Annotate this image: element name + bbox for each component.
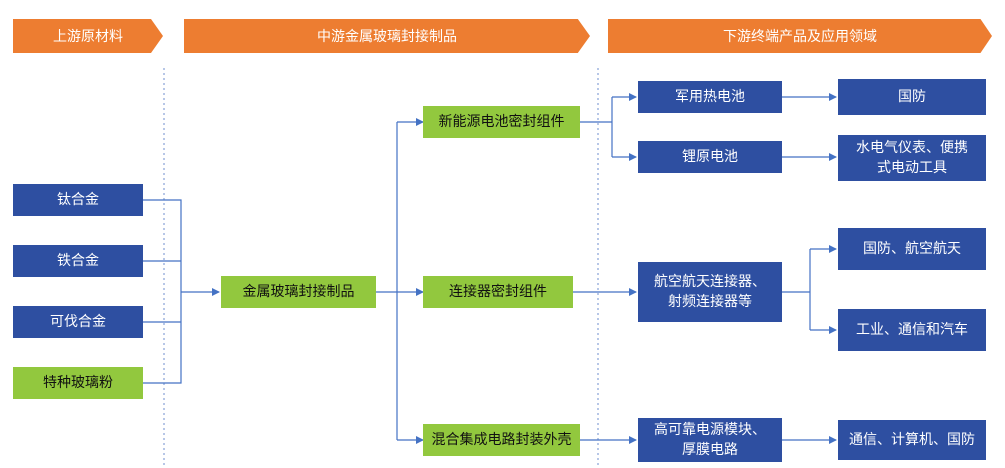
product-lithium-battery-label: 锂原电池 [682,149,738,165]
header-downstream-label: 下游终端产品及应用领域 [723,29,877,45]
product-thermal-battery: 军用热电池 [638,81,782,113]
midstream-battery: 新能源电池密封组件 [423,106,580,138]
application-communication: 通信、计算机、国防 [838,420,986,460]
material-iron-label: 铁合金 [57,253,99,269]
upstream-bracket [143,199,182,384]
material-kovar-label: 可伐合金 [50,314,106,330]
application-communication-label: 通信、计算机、国防 [849,432,975,448]
product-connectors: 航空航天连接器、 射频连接器等 [638,262,782,322]
header-upstream: 上游原材料 [13,19,163,53]
header-upstream-label: 上游原材料 [53,29,123,45]
application-defense-label: 国防 [898,89,926,105]
header-midstream-label: 中游金属玻璃封接制品 [317,29,457,45]
midstream-main-label: 金属玻璃封接制品 [242,284,355,300]
material-glass: 特种玻璃粉 [13,367,143,399]
application-meters-tools: 水电气仪表、便携 式电动工具 [838,135,986,181]
application-industry-label: 工业、通信和汽车 [856,322,968,338]
application-aerospace-label: 国防、航空航天 [863,241,961,257]
product-power-modules: 高可靠电源模块、 厚膜电路 [638,418,782,462]
midstream-main: 金属玻璃封接制品 [221,276,376,308]
product-thermal-battery-label: 军用热电池 [675,89,745,105]
product-connectors-line2: 射频连接器等 [668,294,752,310]
midstream-battery-label: 新能源电池密封组件 [438,114,565,130]
header-midstream: 中游金属玻璃封接制品 [184,19,590,53]
product-connectors-line1: 航空航天连接器、 [654,274,766,290]
midstream-ic: 混合集成电路封装外壳 [423,424,580,456]
product-power-modules-line2: 厚膜电路 [682,442,738,458]
application-aerospace: 国防、航空航天 [838,228,986,270]
product-power-modules-line1: 高可靠电源模块、 [654,422,766,438]
material-kovar: 可伐合金 [13,306,143,338]
midstream-ic-label: 混合集成电路封装外壳 [431,432,572,448]
section-dividers [163,68,599,468]
application-meters-tools-line1: 水电气仪表、便携 [856,140,968,156]
application-industry: 工业、通信和汽车 [838,309,986,351]
material-iron: 铁合金 [13,245,143,277]
product-lithium-battery: 锂原电池 [638,141,782,173]
material-glass-label: 特种玻璃粉 [43,375,113,391]
application-defense: 国防 [838,79,986,115]
midstream-connector: 连接器密封组件 [423,276,573,308]
midstream-connector-label: 连接器密封组件 [449,284,547,300]
header-downstream: 下游终端产品及应用领域 [608,19,992,53]
material-titanium-label: 钛合金 [57,192,99,208]
application-meters-tools-line2: 式电动工具 [877,160,947,176]
material-titanium: 钛合金 [13,184,143,216]
